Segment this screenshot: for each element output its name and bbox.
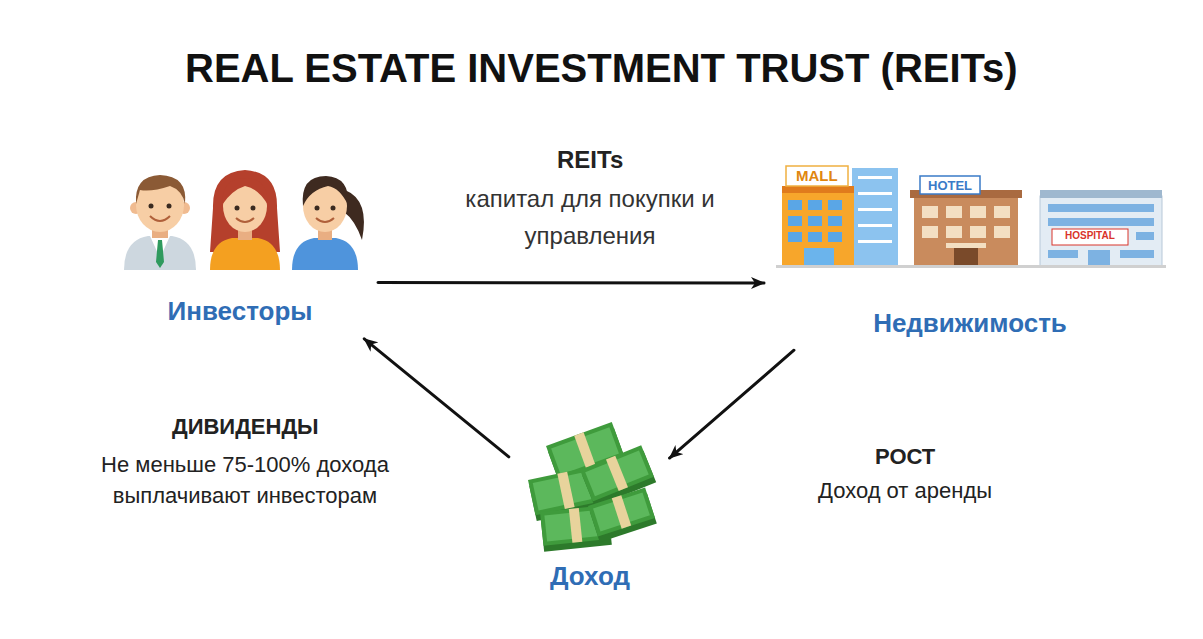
investor-man-icon (124, 175, 196, 270)
hotel-building (910, 176, 1022, 266)
edge-heading: РОСТ (875, 444, 935, 470)
description-text: Доход от аренды (818, 478, 992, 504)
ground-line (776, 265, 1166, 268)
edge-heading: REITs (557, 146, 623, 175)
investor-woman-icon (292, 176, 364, 270)
node-label: Инвесторы (168, 296, 313, 327)
building-sign: HOTEL (928, 178, 972, 194)
picture-node: Доход (515, 420, 665, 600)
description-text: Не меньше 75-100% дохода выплачивают инв… (65, 450, 425, 512)
flow-arrow (378, 281, 764, 285)
node-label: Недвижимость (873, 308, 1067, 339)
mall-building (782, 166, 898, 266)
money-stack (528, 422, 657, 552)
picture-node: Инвесторы (110, 160, 370, 335)
flow-arrow (670, 350, 794, 458)
diagram-title: REAL ESTATE INVESTMENT TRUST (REITs) (185, 44, 1018, 92)
flow-arrow (364, 339, 509, 457)
node-label: Доход (550, 561, 630, 592)
edge-heading: ДИВИДЕНДЫ (172, 414, 319, 440)
description-text: капитал для покупки и управления (465, 180, 715, 254)
building-sign: MALL (796, 167, 838, 185)
building-sign: HOSPITAL (1065, 230, 1115, 242)
investor-woman-icon (210, 170, 280, 270)
hospital-building (1040, 190, 1162, 266)
